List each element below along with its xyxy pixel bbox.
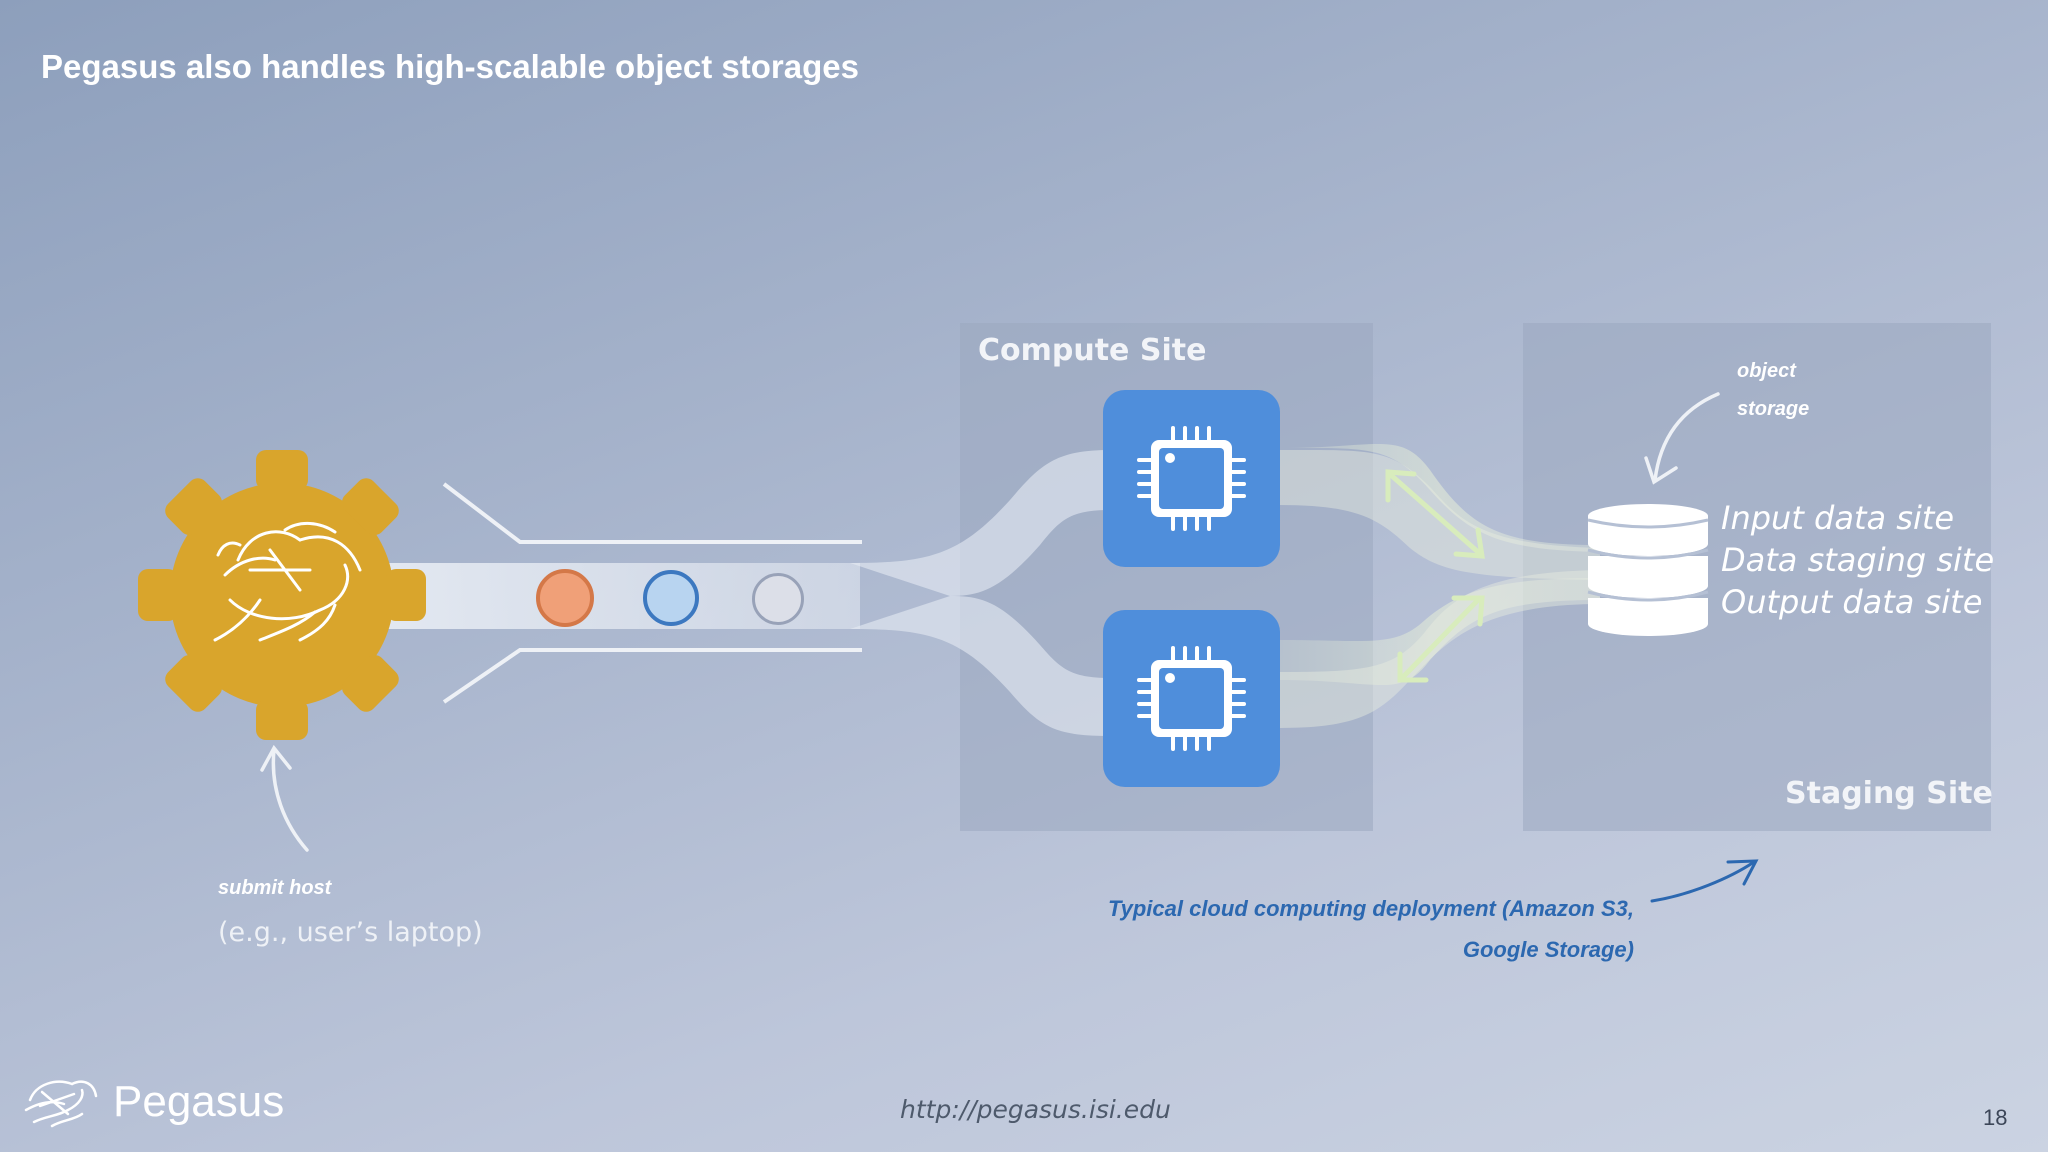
pegasus-brand-name: Pegasus bbox=[113, 1077, 285, 1126]
funnel-line-top bbox=[442, 482, 862, 544]
stream-branch-bottom bbox=[850, 596, 1110, 736]
object-storage-label-line2: storage bbox=[1737, 398, 1810, 420]
slide-title: Pegasus also handles high-scalable objec… bbox=[41, 48, 859, 85]
cloud-note-arrow bbox=[1650, 859, 1759, 903]
submit-host-arrow bbox=[260, 744, 309, 852]
submit-host-gear-icon bbox=[138, 450, 426, 740]
storage-item-staging: Data staging site bbox=[1721, 541, 1995, 579]
footer-url-link[interactable]: http://pegasus.isi.edu bbox=[900, 1095, 1171, 1124]
object-storage-label-line1: object bbox=[1737, 360, 1796, 382]
storage-item-input: Input data site bbox=[1721, 499, 1955, 537]
page-number: 18 bbox=[1983, 1105, 2008, 1130]
cpu-chip-icon bbox=[1137, 646, 1246, 751]
job-circle-queued bbox=[752, 573, 804, 625]
cpu-tile-top bbox=[1103, 390, 1280, 567]
storage-item-output: Output data site bbox=[1721, 583, 1983, 621]
staging-site-title: Staging Site bbox=[1785, 776, 1993, 811]
storage-flow-top bbox=[1280, 449, 1600, 580]
cloud-note-line1: Typical cloud computing deployment (Amaz… bbox=[1107, 896, 1634, 921]
pegasus-horse-icon bbox=[213, 522, 362, 642]
cloud-note-line2: Google Storage) bbox=[1462, 937, 1634, 962]
storage-site-list: Input data site Data staging site Output… bbox=[1721, 497, 1994, 623]
compute-site-title: Compute Site bbox=[978, 333, 1207, 368]
submit-host-example: (e.g., user’s laptop) bbox=[218, 917, 483, 948]
submit-host-label: submit host bbox=[218, 877, 332, 899]
object-storage-arrow bbox=[1644, 392, 1720, 485]
stream-branch-top bbox=[850, 450, 1110, 596]
cloud-deployment-note: Typical cloud computing deployment (Amaz… bbox=[1040, 888, 1634, 970]
funnel-line-bottom bbox=[442, 648, 862, 704]
transfer-arrow-top bbox=[1385, 469, 1485, 559]
pegasus-logo-icon bbox=[24, 1080, 98, 1128]
job-circle-pending bbox=[536, 569, 594, 627]
storage-flow-bottom bbox=[1280, 570, 1600, 728]
database-icon bbox=[1587, 504, 1709, 636]
cpu-chip-icon bbox=[1137, 426, 1246, 531]
job-circle-running bbox=[643, 570, 699, 626]
transfer-arrow-bottom bbox=[1397, 595, 1485, 683]
cpu-tile-bottom bbox=[1103, 610, 1280, 787]
